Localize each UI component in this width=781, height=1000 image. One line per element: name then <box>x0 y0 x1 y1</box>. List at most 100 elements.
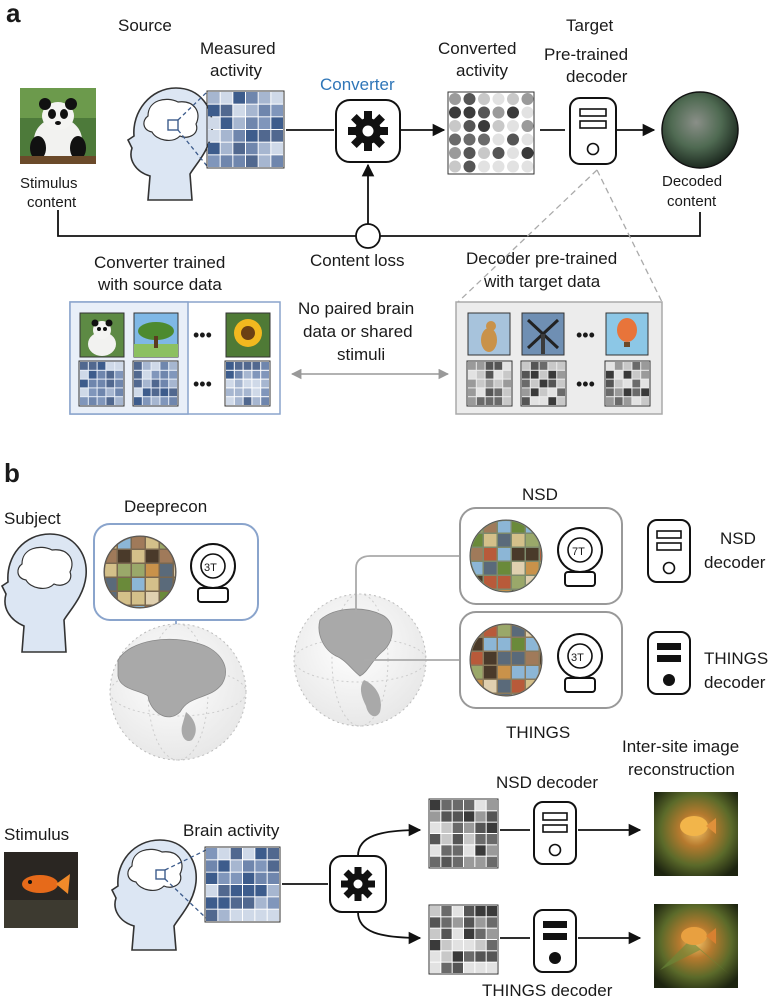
deeprecon-label: Deeprecon <box>124 497 207 516</box>
nsd-collage-tile <box>512 521 525 533</box>
brain-grid-cell <box>230 897 242 909</box>
converted-nsd-cell <box>441 856 452 867</box>
source-small-grid-cell <box>261 388 269 397</box>
source-small-grid-cell <box>142 379 151 388</box>
things-collage-tile <box>512 652 525 665</box>
converted-things-cell <box>486 928 497 939</box>
target-small-grid-cell <box>632 397 641 405</box>
converted-things-cell <box>486 940 497 951</box>
measured-grid-cell <box>233 117 245 129</box>
deeprecon-site-panel: 3T <box>93 523 259 621</box>
things-collage-tile <box>498 694 511 695</box>
target-small-grid-cell <box>503 379 511 388</box>
converted-things-cell <box>452 917 463 928</box>
gear-icon <box>348 111 388 151</box>
converted-things-cell <box>475 906 486 917</box>
source-small-grid-cell <box>261 362 269 370</box>
target-small-grid-cell <box>485 362 494 370</box>
nsd-collage-tile <box>498 562 511 575</box>
converted-nsd-cell-border <box>428 798 499 869</box>
pipeline-nsd-decoder-icon <box>533 801 577 865</box>
brain-grid-cell <box>243 848 255 860</box>
source-small-grid-cell <box>142 388 151 397</box>
source-small-grid-cell <box>134 379 142 388</box>
measured-activity-label-1: Measured <box>200 39 276 58</box>
brain-grid-cell <box>206 897 218 909</box>
source-small-grid-cell <box>160 370 169 379</box>
target-small-grid-cell <box>548 388 557 397</box>
converted-things-cell <box>464 917 475 928</box>
nsd-collage-tile <box>512 548 525 561</box>
things-collage-tile <box>526 666 539 679</box>
source-small-grid-cell <box>234 379 243 388</box>
target-small-grid-cell <box>485 379 494 388</box>
converted-nsd-cell <box>430 845 441 856</box>
nsd-collage-tile <box>471 548 483 561</box>
measured-grid-cell <box>258 117 271 129</box>
target-small-grid-cell <box>468 370 476 379</box>
target-small-grid-cell <box>632 379 641 388</box>
converted-things-cell <box>486 962 497 973</box>
converted-grid-dot <box>521 93 534 105</box>
things-collage-tile <box>512 666 525 679</box>
converted-nsd-cell <box>430 856 441 867</box>
converted-things-cell <box>441 940 452 951</box>
source-small-grid-cell <box>106 397 115 405</box>
nsd-collage-tile <box>512 562 525 575</box>
things-collage-tile <box>471 652 483 665</box>
sunflower-thumbnail <box>225 312 271 358</box>
brain-grid-cell <box>218 860 230 872</box>
target-activity-thumbnails <box>466 360 651 407</box>
converted-nsd-cell <box>452 856 463 867</box>
things-collage-tile <box>498 666 511 679</box>
things-label: THINGS <box>506 723 570 742</box>
target-small-grid-cell <box>539 397 548 405</box>
target-small-grid-cell <box>522 388 530 397</box>
source-small-grid-cell <box>243 379 252 388</box>
target-small-grid-cell <box>641 397 649 405</box>
target-small-grid-cell <box>522 370 530 379</box>
source-small-grid-cell <box>169 397 177 405</box>
target-small-grid-cell <box>468 388 476 397</box>
measured-grid-cell <box>271 92 283 104</box>
converted-grid-dot <box>492 93 505 105</box>
converted-grid-dot <box>521 147 534 159</box>
panel-b-letter: b <box>4 458 20 488</box>
measured-grid-cell <box>271 104 283 117</box>
converted-things-cell <box>486 951 497 962</box>
target-small-grid-cell <box>503 362 511 370</box>
measured-grid-cell <box>208 117 220 129</box>
source-small-grid-cell <box>160 379 169 388</box>
target-small-grid-cell <box>522 379 530 388</box>
measured-grid-cell <box>208 155 220 167</box>
converted-grid-dot <box>507 133 519 146</box>
source-small-grid-cell <box>261 370 269 379</box>
tree-thumbnail <box>133 312 179 358</box>
converted-things-cell <box>475 951 486 962</box>
source-small-grid-cell <box>226 397 234 405</box>
brain-grid-cell <box>243 897 255 909</box>
source-small-grid-cell-border <box>78 360 125 407</box>
intersite-label-1: Inter-site image <box>622 737 739 756</box>
things-collage-tile <box>512 625 525 637</box>
target-small-grid-cell <box>641 370 649 379</box>
source-small-grid-cell-border <box>132 360 179 407</box>
brain-grid-cell <box>218 848 230 860</box>
source-small-grid-cell <box>160 388 169 397</box>
converted-things-cell <box>464 928 475 939</box>
source-small-grid-cell <box>252 388 261 397</box>
source-small-grid-cell <box>134 370 142 379</box>
converted-things-cell <box>475 962 486 973</box>
converted-nsd-grid <box>428 798 499 869</box>
target-small-grid-cell <box>539 370 548 379</box>
converted-grid-dot <box>478 120 490 132</box>
converted-nsd-cell <box>475 856 486 867</box>
converted-nsd-cell <box>475 800 486 811</box>
converted-nsd-cell <box>475 834 486 845</box>
target-small-grid-cell <box>539 379 548 388</box>
source-small-grid-cell <box>80 370 88 379</box>
target-training-panel: ••• ••• <box>455 301 663 415</box>
converted-nsd-cell <box>441 800 452 811</box>
converted-grid-dot <box>478 147 490 159</box>
